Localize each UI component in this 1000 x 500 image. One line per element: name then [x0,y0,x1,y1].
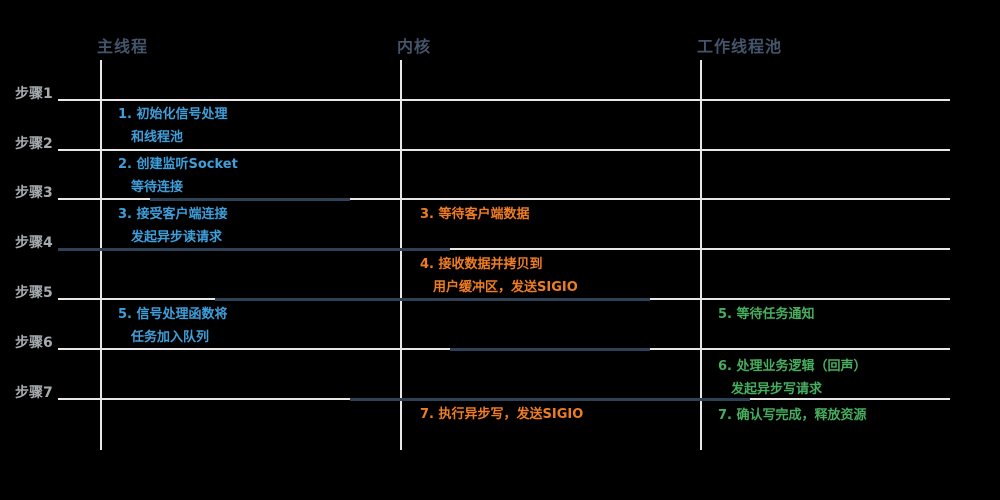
note-text-line: 5. 等待任务通知 [718,307,815,322]
flow-segment-row7 [350,398,750,401]
note-text-line: 5. 信号处理函数将 [118,307,228,322]
note-text-line: 用户缓冲区，发送SIGIO [433,280,578,295]
note-text-line: 发起异步读请求 [131,230,223,245]
flow-segment-row5 [215,298,650,301]
lane-line-worker [700,60,702,450]
note-text-line: 3. 等待客户端数据 [420,207,530,222]
lane-header-kernel: 内核 [397,37,432,56]
step-label-2: 步骤2 [15,136,53,152]
step-line-segment-row5 [58,298,215,300]
step-line-segment-row4 [450,248,950,250]
note-main-5: 5. 信号处理函数将任务加入队列 [118,303,228,349]
lane-line-main [100,60,102,450]
step-line-segment-row7 [58,398,350,400]
note-worker-5: 5. 等待任务通知 [718,303,815,326]
flow-segment-row3 [150,198,350,201]
flow-segment-row4 [58,248,450,251]
lane-header-main: 主线程 [97,37,149,56]
step-line-segment-row2 [58,149,950,151]
note-text-line: 7. 确认写完成，释放资源 [718,408,867,423]
note-text-line: 6. 处理业务逻辑（回声） [718,359,867,374]
flow-segment-row6 [450,348,650,351]
note-main-1: 1. 初始化信号处理和线程池 [118,103,228,149]
step-label-5: 步骤5 [15,285,53,301]
step-line-segment-row5 [650,298,950,300]
note-worker-7: 7. 确认写完成，释放资源 [718,404,867,427]
note-text-line: 4. 接收数据并拷贝到 [420,257,543,272]
note-text-line: 3. 接受客户端连接 [118,207,228,222]
step-label-1: 步骤1 [15,86,53,102]
note-text-line: 1. 初始化信号处理 [118,107,228,122]
note-text-line: 2. 创建监听Socket [118,157,238,172]
note-kernel-4: 4. 接收数据并拷贝到用户缓冲区，发送SIGIO [420,253,578,299]
step-label-3: 步骤3 [15,185,53,201]
note-main-2: 2. 创建监听Socket 等待连接 [118,153,238,199]
note-text-line: 和线程池 [131,130,184,145]
note-text-line: 等待连接 [131,180,184,195]
note-text-line: 发起异步写请求 [731,382,823,397]
step-line-segment-row3 [58,198,150,200]
note-kernel-3: 3. 等待客户端数据 [420,203,530,226]
step-label-6: 步骤6 [15,335,53,351]
step-line-segment-row1 [58,99,950,101]
step-label-4: 步骤4 [15,235,53,251]
step-line-segment-row7 [750,398,950,400]
step-label-7: 步骤7 [15,385,53,401]
lane-line-kernel [400,60,402,450]
note-text-line: 任务加入队列 [131,330,210,345]
note-main-3: 3. 接受客户端连接发起异步读请求 [118,203,228,249]
step-line-segment-row6 [58,348,450,350]
note-text-line: 7. 执行异步写，发送SIGIO [420,407,584,422]
lane-header-worker: 工作线程池 [697,37,783,56]
step-line-segment-row6 [650,348,950,350]
step-line-segment-row3 [350,198,950,200]
note-worker-6: 6. 处理业务逻辑（回声） 发起异步写请求 [718,355,867,401]
note-kernel-7: 7. 执行异步写，发送SIGIO [420,403,583,426]
